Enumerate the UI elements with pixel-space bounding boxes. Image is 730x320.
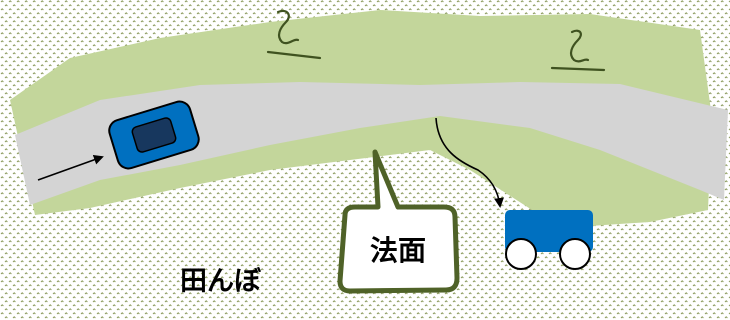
- grass-tuft-icon: [550, 29, 606, 72]
- road: [15, 82, 728, 205]
- slope-callout: [337, 149, 460, 294]
- rice-field-label: 田んぼ: [180, 266, 262, 297]
- grass-tuft-icon: [266, 9, 322, 60]
- slope-label: 法面: [370, 234, 426, 267]
- car-side-view-icon: [505, 210, 593, 270]
- car-top-view-icon: [108, 100, 200, 170]
- motion-arrow-icon: [37, 155, 104, 181]
- fall-arrow-icon: [435, 117, 504, 208]
